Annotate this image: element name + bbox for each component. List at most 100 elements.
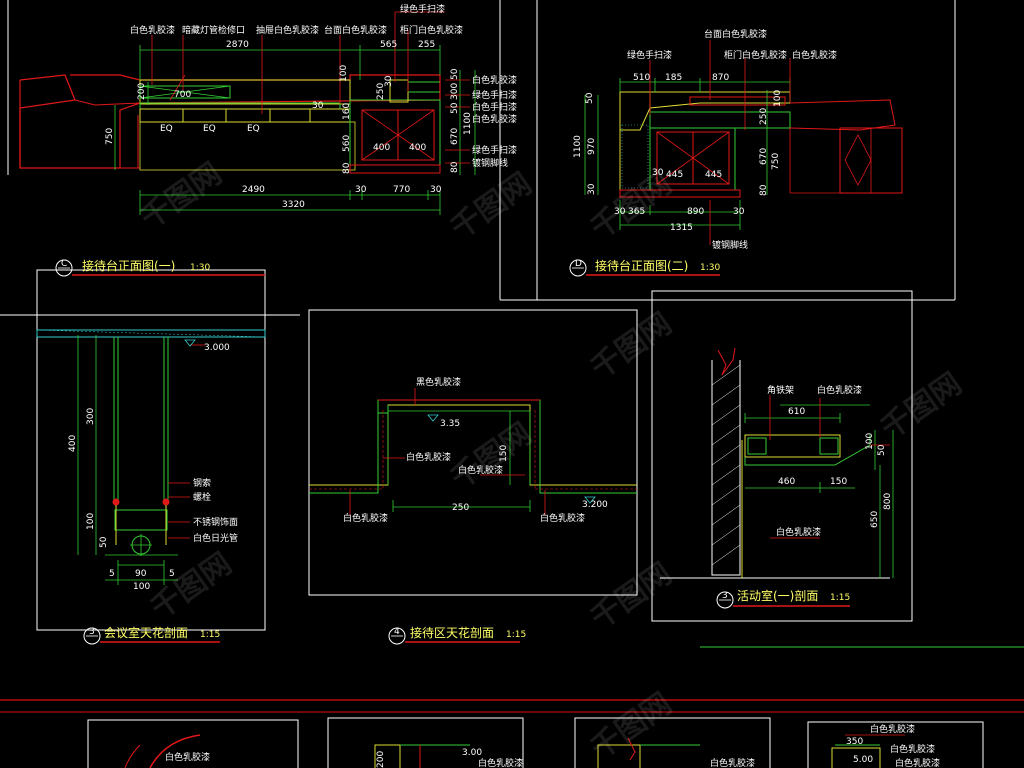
- dimension-value: 610: [788, 407, 805, 417]
- dimension-value: 100: [86, 513, 96, 530]
- title-badges: [55, 259, 850, 645]
- material-label: 钢索: [193, 477, 211, 489]
- material-label: 暗藏灯管检修口: [182, 24, 245, 36]
- dimension-value: EQ: [203, 124, 216, 134]
- material-label: 黑色乳胶漆: [416, 376, 461, 388]
- dimension-value: 50: [450, 68, 460, 80]
- dimension-value: 300: [86, 408, 96, 425]
- material-label: 绿色手扫漆: [627, 49, 672, 61]
- dimension-value: 250: [452, 503, 469, 513]
- material-label: 柜门白色乳胶漆: [400, 24, 463, 36]
- watermark: 千图网: [875, 366, 969, 446]
- reception-ceiling-section: [309, 388, 637, 515]
- dimension-value: 30: [587, 183, 597, 195]
- material-label: 白色乳胶漆: [130, 24, 175, 36]
- dimension-value: 80: [759, 184, 769, 196]
- material-label: 螺栓: [193, 491, 211, 503]
- dimension-value: 100: [339, 65, 349, 82]
- dimension-value: 200: [137, 83, 147, 100]
- dimension-value: 185: [665, 73, 682, 83]
- title-badge: [388, 627, 406, 645]
- material-label: 白色乳胶漆: [458, 464, 503, 476]
- material-label: 白色乳胶漆: [472, 113, 517, 125]
- dimension-value: 160: [342, 103, 352, 120]
- material-label: 白色乳胶漆: [165, 751, 210, 763]
- dimension-value: 30: [733, 207, 745, 217]
- dimension-value: 970: [587, 138, 597, 155]
- dimension-value: 80: [450, 161, 460, 173]
- drawing-title: 接待区天花剖面: [410, 625, 494, 640]
- dimension-value: 30: [430, 185, 442, 195]
- material-label: 白色手扫漆: [472, 101, 517, 113]
- dimension-value: 150: [499, 445, 509, 462]
- watermark: 千图网: [585, 306, 679, 386]
- drawing-scale: 1:15: [506, 630, 526, 640]
- material-label: 白色乳胶漆: [776, 526, 821, 538]
- material-label: 角铁架: [767, 384, 794, 396]
- elevation-mark: 3.35: [440, 419, 460, 429]
- dimension-value: 770: [393, 185, 410, 195]
- material-label: 白色乳胶漆: [406, 451, 451, 463]
- dimension-value: 2870: [226, 40, 249, 50]
- activity-room-section: [660, 347, 894, 579]
- material-label: 柜门白色乳胶漆: [724, 49, 787, 61]
- drawing-scale: 1:30: [190, 263, 210, 273]
- material-label: 白色乳胶漆: [343, 512, 388, 524]
- dimension-value: 400: [373, 143, 390, 153]
- dimension-value: 445: [666, 170, 683, 180]
- material-label: 绿色手扫漆: [472, 144, 517, 156]
- material-label: 绿色手扫漆: [472, 89, 517, 101]
- dimension-value: 750: [105, 128, 115, 145]
- dimension-value: 50: [450, 102, 460, 114]
- dimension-value: 700: [174, 90, 191, 100]
- dimension-value: 30: [652, 168, 664, 178]
- material-label: 白色乳胶漆: [540, 512, 585, 524]
- drawing-scale: 1:15: [830, 593, 850, 603]
- dimension-value: 870: [712, 73, 729, 83]
- material-label: 白色乳胶漆: [817, 384, 862, 396]
- drawing-text: C 接待台正面图(一) 1:30 白色乳胶漆 暗藏灯管检修口 抽屉白色乳胶漆 台…: [61, 3, 968, 768]
- dimension-value: 445: [705, 170, 722, 180]
- elevation-mark: 3.200: [582, 500, 608, 510]
- drawing-title: 接待台正面图(一): [82, 258, 175, 273]
- drawing-scale: 1:30: [700, 263, 720, 273]
- badge-letter: 3: [722, 591, 728, 601]
- dimension-value: 30: [355, 185, 367, 195]
- watermark: 千图网: [585, 686, 679, 766]
- material-label: 白色乳胶漆: [710, 757, 755, 768]
- drawing-title: 活动室(一)剖面: [737, 588, 818, 603]
- material-label: 绿色手扫漆: [400, 3, 445, 15]
- dimension-value: 255: [418, 40, 435, 50]
- reception-desk-elevation-1: [19, 11, 476, 215]
- material-label: 不锈钢饰面: [193, 516, 238, 528]
- material-label: 白色日光管: [193, 532, 238, 544]
- dimension-value: 5: [109, 569, 115, 579]
- dimension-value: 50: [585, 92, 595, 104]
- dimension-value: 30: [312, 101, 324, 111]
- material-label: 白色乳胶漆: [890, 743, 935, 755]
- dimension-value: 510: [633, 73, 650, 83]
- dimension-value: 565: [380, 40, 397, 50]
- dimension-value: 890: [687, 207, 704, 217]
- dimension-value: 300: [450, 83, 460, 100]
- watermark: 千图网: [135, 156, 229, 236]
- dimension-value: 100: [133, 582, 150, 592]
- dimension-value: 30: [614, 207, 626, 217]
- drawing-scale: 1:15: [200, 630, 220, 640]
- meeting-room-ceiling-section: [36, 329, 266, 585]
- elevation-mark: 3.000: [204, 343, 230, 353]
- dimension-value: 100: [865, 433, 875, 450]
- dimension-value: 200: [376, 751, 386, 768]
- title-badge: [716, 591, 734, 609]
- material-label: 白色乳胶漆: [472, 74, 517, 86]
- dimension-value: 3320: [282, 200, 305, 210]
- material-label: 台面白色乳胶漆: [324, 24, 387, 36]
- watermark: 千图网: [585, 166, 679, 246]
- elevation-mark: 5.00: [853, 755, 873, 765]
- material-label: 白色乳胶漆: [895, 757, 940, 768]
- dimension-value: 800: [883, 493, 893, 510]
- dimension-value: 2490: [242, 185, 265, 195]
- dimension-value: 750: [771, 153, 781, 170]
